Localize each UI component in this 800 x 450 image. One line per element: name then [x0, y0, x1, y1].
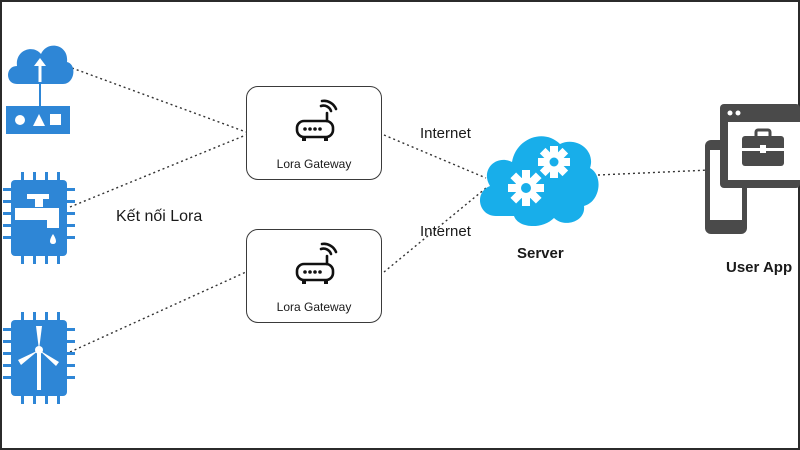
- internet-label-top: Internet: [420, 125, 471, 142]
- gateway-router-icon: [295, 242, 338, 284]
- user-app-devices-icon: [705, 104, 800, 234]
- gateway-label: Lora Gateway: [276, 157, 352, 171]
- gateway-router-icon: [295, 99, 338, 141]
- link-gateway-bottom-to-server: [383, 187, 487, 273]
- internet-label-bottom: Internet: [420, 223, 471, 240]
- server-cloud-gear-icon: [479, 136, 599, 227]
- cloud-sensor-icon: [6, 45, 74, 134]
- wind-turbine-chip-icon: [3, 312, 75, 404]
- lora-gateway-top: Lora Gateway: [246, 86, 382, 180]
- link-turbine-to-gateway-bottom: [69, 271, 247, 353]
- link-gateway-top-to-server: [383, 134, 487, 179]
- link-tap-to-gateway-top: [69, 134, 247, 208]
- gateway-label: Lora Gateway: [276, 300, 352, 314]
- water-tap-chip-icon: [3, 172, 75, 264]
- server-label: Server: [517, 245, 564, 262]
- user-app-label: User App: [726, 259, 793, 276]
- link-server-to-user-app: [597, 169, 711, 176]
- lora-gateway-bottom: Lora Gateway: [246, 229, 382, 323]
- link-cloud-to-gateway-top: [71, 67, 247, 133]
- lora-connection-label: Kết nối Lora: [116, 208, 203, 225]
